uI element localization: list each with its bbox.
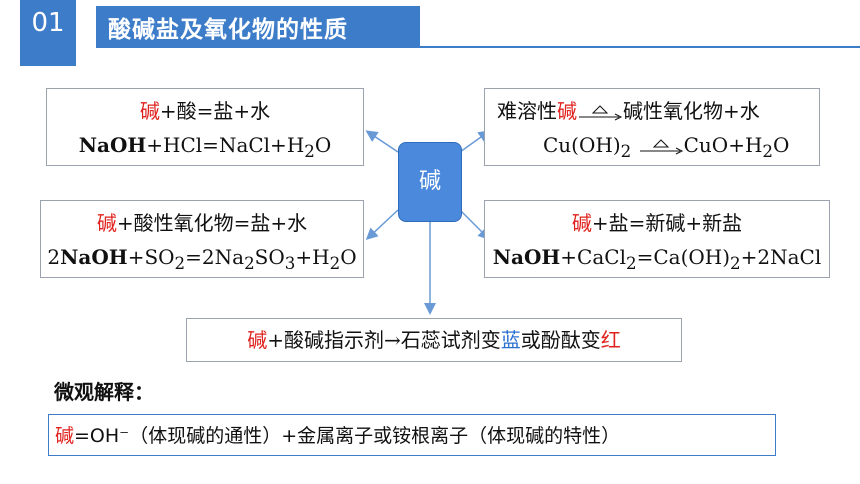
micro-explanation-label: 微观解释： xyxy=(54,380,154,404)
reaction-general: 碱+酸性氧化物=盐+水 xyxy=(96,211,308,235)
box-base-acidic-oxide: 碱+酸性氧化物=盐+水 2NaOH+SO2=2Na2SO3+H2O xyxy=(40,200,364,278)
micro-explanation-box: 碱=OH⁻（体现碱的通性）+金属离子或铵根离子（体现碱的特性） xyxy=(48,414,776,456)
badge-tail xyxy=(20,46,76,66)
reaction-general: 碱+酸=盐+水 xyxy=(139,99,271,123)
title-underline xyxy=(96,46,860,48)
page-title: 酸碱盐及氧化物的性质 xyxy=(108,17,348,43)
section-number: 01 xyxy=(31,8,65,38)
reaction-example: NaOH+CaCl2=Ca(OH)2+2NaCl xyxy=(492,245,822,273)
reaction-example: Cu(OH)2 CuO+H2O xyxy=(543,133,790,161)
reaction-example: 2NaOH+SO2=2Na2SO3+H2O xyxy=(47,245,357,273)
box-base-indicator: 碱+酸碱指示剂→石蕊试剂变蓝或酚酞变红 xyxy=(186,318,682,362)
reaction-general: 碱+盐=新碱+新盐 xyxy=(571,211,743,235)
arrow-to-acid xyxy=(365,130,399,153)
title-bar xyxy=(96,6,420,46)
arrow-to-acidic-oxide xyxy=(365,209,399,241)
arrow-to-insoluble xyxy=(459,130,491,153)
heat-arrow-icon xyxy=(638,137,684,157)
reaction-example: NaOH+HCl=NaCl+H2O xyxy=(78,133,332,161)
box-base-salt: 碱+盐=新碱+新盐 NaOH+CaCl2=Ca(OH)2+2NaCl xyxy=(484,200,830,278)
reaction-general: 难溶性碱碱性氧化物+水 xyxy=(497,99,760,123)
box-base-acid: 碱+酸=盐+水 NaOH+HCl=NaCl+H2O xyxy=(46,88,364,166)
center-node-base: 碱 xyxy=(398,142,462,222)
arrow-to-salt xyxy=(459,209,491,241)
box-insoluble-base: 难溶性碱碱性氧化物+水 Cu(OH)2 CuO+H2O xyxy=(484,88,820,166)
heat-arrow-icon xyxy=(577,103,623,123)
